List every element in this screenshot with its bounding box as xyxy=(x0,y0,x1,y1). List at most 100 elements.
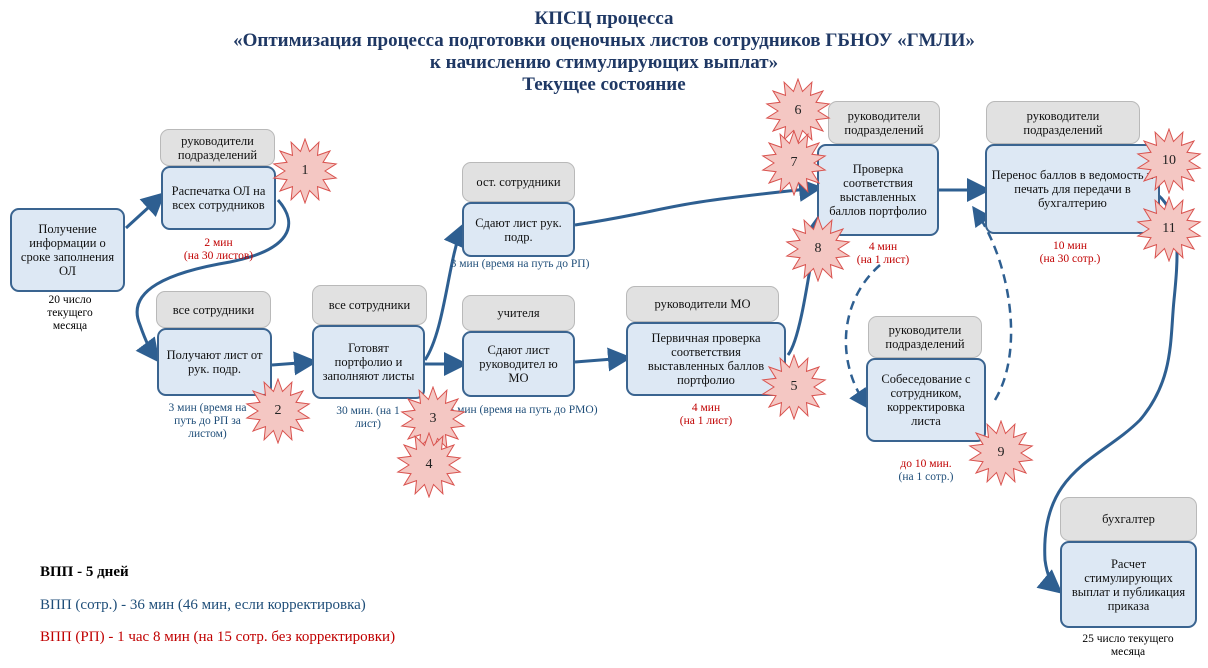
step2-box: Получают лист от рук. подр. xyxy=(157,328,272,396)
arrow-step8-to-step9-dashed xyxy=(972,205,1013,401)
problem-star-10: 10 xyxy=(1136,128,1202,194)
step6-time-detail: (на 1 лист) xyxy=(679,415,733,427)
step3-role-label: все сотрудники xyxy=(328,298,411,312)
arrow-step9-to-step10 xyxy=(1036,193,1179,594)
legend-line3-label: ВПП (РП) xyxy=(40,629,105,645)
step6-box: Первичная проверка соответствия выставле… xyxy=(626,322,786,396)
legend-manager-lead-time: ВПП (РП) - 1 час 8 мин (на 15 сотр. без … xyxy=(40,628,395,646)
step6-time: 4 мин (на 1 лист) xyxy=(646,402,766,428)
problem-star-5-number: 5 xyxy=(790,379,798,394)
step6-time-value: 4 мин xyxy=(691,402,721,414)
diagram-subtitle-line1: «Оптимизация процесса подготовки оценочн… xyxy=(233,30,975,51)
starburst-icon xyxy=(1136,128,1202,194)
arrow-step3-to-step4 xyxy=(423,222,466,361)
problem-star-2-number: 2 xyxy=(274,403,282,418)
step7-time-detail: (на 1 лист) xyxy=(856,254,910,266)
step4-time: 3 мин (время на путь до РП) xyxy=(450,258,590,270)
step5-label: Сдают лист руководител ю МО xyxy=(479,343,558,385)
starburst-icon xyxy=(785,216,851,282)
arrow-start-to-step1 xyxy=(124,191,166,230)
step1-time-value: 2 мин xyxy=(204,237,233,249)
problem-star-11: 11 xyxy=(1136,196,1202,262)
step10-date-note: 25 число текущего месяца xyxy=(1082,633,1174,658)
problem-star-10-number: 10 xyxy=(1162,153,1176,168)
step9-time-value: 10 мин xyxy=(1053,240,1087,252)
starburst-icon xyxy=(761,130,827,196)
start-box: Получение информации о сроке заполнения … xyxy=(10,208,125,292)
step7-time: 4 мин (на 1 лист) xyxy=(838,241,928,267)
arrow-step4-to-step7 xyxy=(574,178,823,227)
step7-time-value: 4 мин xyxy=(868,241,898,253)
step1-label: Распечатка ОЛ на всех сотрудников xyxy=(171,184,266,212)
problem-star-1: 1 xyxy=(272,138,338,204)
legend-line2-label: ВПП (сотр.) xyxy=(40,597,118,613)
diagram-subtitle-line2: к начислению стимулирующих выплат» xyxy=(429,52,779,73)
step9-time: 10 мин (на 30 сотр.) xyxy=(1015,240,1125,266)
step4-box: Сдают лист рук. подр. xyxy=(462,202,575,257)
step3-time: 30 мин. (на 1 лист) xyxy=(336,405,400,430)
start-date-note: 20 число текущего месяца xyxy=(47,294,93,332)
step2-time: 3 мин (время на путь до РП за листом) xyxy=(168,402,247,440)
problem-star-8: 8 xyxy=(785,216,851,282)
step1-box: Распечатка ОЛ на всех сотрудников xyxy=(161,166,276,230)
step5-role: учителя xyxy=(462,295,575,331)
arrow-step2-to-step3 xyxy=(271,351,318,376)
problem-star-3-number: 3 xyxy=(429,411,437,426)
legend-line1-label: ВПП xyxy=(40,564,74,580)
arrow-step1-to-step2 xyxy=(135,199,291,363)
step8-time-value: до 10 мин. xyxy=(900,458,952,470)
legend-total-lead-time: ВПП - 5 дней xyxy=(40,563,129,581)
step7-box: Проверка соответствия выставленных балло… xyxy=(817,144,939,236)
problem-star-9-number: 9 xyxy=(997,445,1005,460)
step8-role: руководители подразделений xyxy=(868,316,982,358)
starburst-icon xyxy=(245,378,311,444)
step8-role-label: руководители подразделений xyxy=(885,323,965,351)
step9-box: Перенос баллов в ведомость и печать для … xyxy=(985,144,1160,234)
step7-label: Проверка соответствия выставленных балло… xyxy=(829,162,927,218)
step9-role: руководители подразделений xyxy=(986,101,1140,144)
step4-role: ост. сотрудники xyxy=(462,162,575,202)
step3-role: все сотрудники xyxy=(312,285,427,325)
step4-role-label: ост. сотрудники xyxy=(476,175,561,189)
arrow-step7-to-step8-dashed xyxy=(844,264,881,410)
starburst-icon xyxy=(272,138,338,204)
step4-label: Сдают лист рук. подр. xyxy=(475,215,562,244)
step8-time-detail: (на 1 сотр.) xyxy=(898,471,954,483)
problem-star-1-number: 1 xyxy=(301,163,309,178)
step10-role: бухгалтер xyxy=(1060,497,1197,541)
step9-role-label: руководители подразделений xyxy=(1023,108,1103,137)
problem-star-5: 5 xyxy=(761,354,827,420)
step9-label: Перенос баллов в ведомость и печать для … xyxy=(991,168,1154,210)
starburst-icon xyxy=(761,354,827,420)
diagram-title: КПСЦ процесса xyxy=(534,8,674,29)
problem-star-7: 7 xyxy=(761,130,827,196)
step6-role-label: руководители МО xyxy=(654,297,751,311)
starburst-icon xyxy=(1136,196,1202,262)
step6-label: Первичная проверка соответствия выставле… xyxy=(647,331,765,387)
step10-box: Расчет стимулирующих выплат и публикация… xyxy=(1060,541,1197,628)
step5-role-label: учителя xyxy=(497,306,540,320)
step1-role: руководители подразделений xyxy=(160,129,275,166)
step10-role-label: бухгалтер xyxy=(1102,512,1155,526)
step1-role-label: руководители подразделений xyxy=(177,133,258,162)
step5-time: 3 мин (время на путь до РМО) xyxy=(448,404,598,416)
step7-role-label: руководители подразделений xyxy=(844,108,924,137)
starburst-icon xyxy=(396,432,462,498)
step9-time-detail: (на 30 сотр.) xyxy=(1039,253,1101,265)
step1-time: 2 мин (на 30 листов) xyxy=(161,237,276,263)
problem-star-4-number: 4 xyxy=(425,457,433,472)
legend-employee-lead-time: ВПП (сотр.) - 36 мин (46 мин, если корре… xyxy=(40,596,366,614)
step2-role-label: все сотрудники xyxy=(172,302,255,317)
problem-star-8-number: 8 xyxy=(814,241,822,256)
step10-label: Расчет стимулирующих выплат и публикация… xyxy=(1071,556,1186,613)
arrow-step5-to-step6 xyxy=(574,347,632,372)
step1-time-detail: (на 30 листов) xyxy=(183,250,254,262)
step6-role: руководители МО xyxy=(626,286,779,322)
step8-label: Собеседование с сотрудником, корректиров… xyxy=(881,372,971,428)
starburst-icon xyxy=(968,420,1034,486)
step7-role: руководители подразделений xyxy=(828,101,940,144)
step3-box: Готовят портфолио и заполняют листы xyxy=(312,325,425,399)
problem-star-4: 4 xyxy=(396,432,462,498)
step2-role: все сотрудники xyxy=(156,291,271,328)
step5-box: Сдают лист руководител ю МО xyxy=(462,331,575,397)
